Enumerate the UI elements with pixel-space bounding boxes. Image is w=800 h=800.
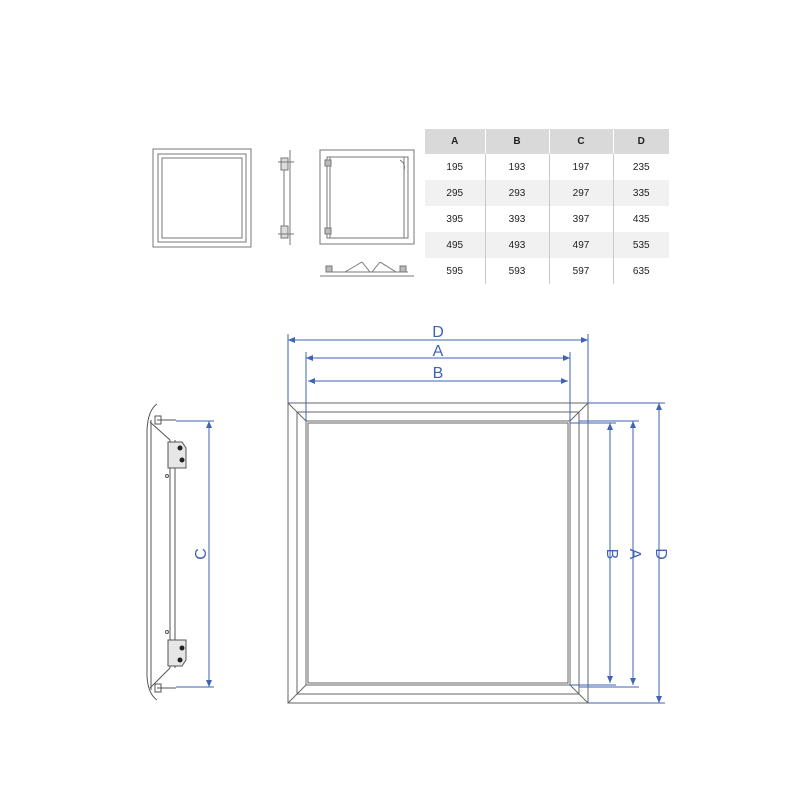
header-a: A [425, 129, 486, 154]
table-cell: 197 [549, 154, 614, 180]
frame-bevel-edge [296, 411, 580, 695]
table-cell: 395 [425, 206, 486, 232]
thumbnail-drawings [152, 148, 415, 277]
table-header-row: A B C D [425, 129, 669, 154]
dim-label-top-d: D [432, 324, 444, 341]
table-cell: 435 [632, 213, 650, 225]
table-cell: 535 [613, 232, 669, 258]
table-cell: 497 [549, 232, 614, 258]
panel-opening [307, 422, 569, 684]
thumbnail-bottom-view [320, 261, 414, 277]
table-cell: 597 [549, 258, 614, 284]
dim-label-top-b: B [433, 365, 444, 382]
dim-label-side-c: C [193, 548, 210, 560]
table-cell: 297 [549, 180, 614, 206]
dim-label-right-a: A [626, 549, 643, 560]
dim-label-right-d: D [652, 548, 669, 560]
table-cell: 193 [485, 154, 550, 180]
table-cell: 495 [425, 232, 486, 258]
table-cell: 335 [613, 180, 669, 206]
thumbnail-front-view [152, 148, 252, 248]
front-frame-view [287, 402, 589, 704]
table-row: 495 493 497 535 [425, 232, 669, 258]
thumbnail-side-view [278, 150, 294, 245]
dim-label-right-b: B [603, 549, 620, 560]
header-d: D [613, 129, 669, 154]
frame-outer-edge [287, 402, 589, 704]
dimensions-table: A B C D 195 193 197 235 295 293 297 335 … [425, 129, 669, 284]
table-cell: 295 [425, 180, 486, 206]
table-row: 595 593 597 635 [425, 258, 669, 284]
table-row: 295 293 297 335 [425, 180, 669, 206]
header-c: C [549, 129, 614, 154]
thumbnail-rear-view [319, 149, 415, 245]
table-cell: 397 [549, 206, 614, 232]
table-row: 195 193 197 235 [425, 154, 669, 180]
table-cell: 593 [485, 258, 550, 284]
table-cell: 235 [632, 161, 650, 173]
dim-label-top-a: A [433, 343, 444, 360]
table-row: 395 393 397 435 [425, 206, 669, 232]
table-cell: 493 [485, 232, 550, 258]
table-cell: 635 [632, 265, 650, 277]
table-cell: 195 [425, 154, 486, 180]
frame-inner-edge [305, 420, 571, 686]
table-cell: 595 [425, 258, 486, 284]
header-b: B [485, 129, 550, 154]
table-cell: 393 [485, 206, 550, 232]
table-cell: 293 [485, 180, 550, 206]
dimension-lines [176, 334, 665, 704]
side-profile-view [146, 403, 187, 701]
